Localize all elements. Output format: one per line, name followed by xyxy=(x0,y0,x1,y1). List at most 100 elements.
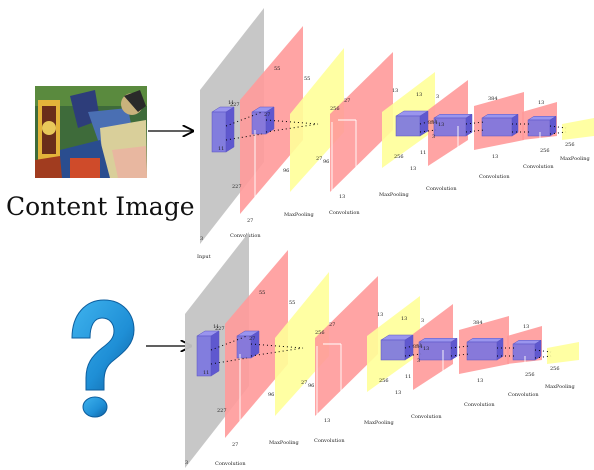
top-dimension-label: 13 xyxy=(492,154,498,160)
top-dimension-label: 227 xyxy=(232,184,242,190)
top-dimension-label: 55 xyxy=(304,76,310,82)
top-dimension-label: 227 xyxy=(230,102,240,108)
bottom-filter-cube-front xyxy=(236,335,252,359)
top-layer-label: Convolution xyxy=(329,210,360,216)
bottom-filter-cube-front xyxy=(196,335,212,377)
bottom-dimension-label: 3 xyxy=(421,318,424,324)
top-projection-line xyxy=(225,111,263,127)
top-filter-cube-top xyxy=(433,114,473,119)
bottom-dimension-label: 3 xyxy=(185,460,188,466)
top-filter-cube-front xyxy=(481,117,513,137)
top-dimension-label: 11 xyxy=(228,100,234,106)
top-projection-line xyxy=(265,123,319,133)
top-dimension-label: 13 xyxy=(416,92,422,98)
top-dimension-label: 96 xyxy=(283,168,289,174)
bottom-dimension-label: 256 xyxy=(379,378,389,384)
bottom-dimension-label: 11 xyxy=(213,324,219,330)
bottom-layer-label: MaxPooling xyxy=(364,420,395,426)
top-dimension-label: 55 xyxy=(274,66,280,72)
bottom-filter-cube xyxy=(380,334,414,361)
bottom-dimension-label: 96 xyxy=(268,392,274,398)
bottom-dimension-label: 96 xyxy=(308,383,314,389)
top-dimension-label: 3 xyxy=(436,94,439,100)
top-layer-slab-pool xyxy=(562,118,594,140)
bottom-layer-label: Convolution xyxy=(411,414,442,420)
bottom-projection-line xyxy=(250,343,304,349)
bottom-dimension-label: 27 xyxy=(249,336,255,342)
bottom-dimension-label: 384 xyxy=(473,320,483,326)
bottom-dimension-label: 55 xyxy=(289,300,295,306)
top-layer-label: Input xyxy=(197,254,211,260)
bottom-dimension-label: 11 xyxy=(405,374,411,380)
bottom-projection-line xyxy=(404,343,422,349)
top-dimension-label: 11 xyxy=(218,146,224,152)
bottom-dimension-label: 256 xyxy=(315,330,325,336)
bottom-dimension-label: 227 xyxy=(215,326,225,332)
top-filter-cube xyxy=(395,110,429,137)
bottom-filter-cube-side xyxy=(496,337,504,361)
top-filter-cube-front xyxy=(211,111,227,153)
top-filter-cube xyxy=(433,113,473,137)
top-dimension-label: 11 xyxy=(420,150,426,156)
bottom-dimension-label: 27 xyxy=(329,322,335,328)
bottom-layer-slab-pool xyxy=(547,342,579,364)
bottom-dimension-label: 13 xyxy=(423,346,429,352)
top-dimension-label: 13 xyxy=(392,88,398,94)
top-dimension-label: 384 xyxy=(428,120,438,126)
bottom-dimension-label: 256 xyxy=(550,366,560,372)
top-layer-label: Convolution xyxy=(426,186,457,192)
top-filter-cube-front xyxy=(395,115,421,137)
bottom-dimension-label: 11 xyxy=(203,370,209,376)
network-bottom: InputConvolutionMaxPoolingConvolutionMax… xyxy=(185,232,579,468)
bottom-layer-slab-conv xyxy=(315,276,378,416)
top-filter-cube xyxy=(527,115,557,137)
bottom-filter-cube-front xyxy=(466,341,498,361)
top-dimension-label: 13 xyxy=(339,194,345,200)
top-layer-label: MaxPooling xyxy=(379,192,410,198)
bottom-dimension-label: 13 xyxy=(523,324,529,330)
top-dimension-label: 256 xyxy=(540,148,550,154)
top-dimension-label: 13 xyxy=(438,122,444,128)
bottom-layer-label: MaxPooling xyxy=(545,384,576,390)
bottom-dimension-label: 27 xyxy=(232,442,238,448)
top-filter-cube-side xyxy=(225,106,235,153)
bottom-projection-line xyxy=(250,347,304,357)
bottom-projection-line xyxy=(404,353,422,357)
bottom-dimension-label: 13 xyxy=(377,312,383,318)
bottom-filter-cube-front xyxy=(512,343,536,361)
top-filter-cube xyxy=(481,113,519,137)
bottom-projection-line xyxy=(210,335,248,351)
bottom-dimension-label: 13 xyxy=(477,378,483,384)
bottom-dimension-label: 27 xyxy=(301,380,307,386)
top-filter-cube xyxy=(211,106,235,153)
top-dimension-label: 13 xyxy=(538,100,544,106)
top-dimension-label: 96 xyxy=(323,159,329,165)
bottom-layer-label: MaxPooling xyxy=(269,440,300,446)
top-projection-line xyxy=(549,131,567,135)
top-projection-line xyxy=(419,129,437,133)
top-dimension-label: 256 xyxy=(394,154,404,160)
bottom-dimension-label: 256 xyxy=(525,372,535,378)
bottom-dimension-label: 55 xyxy=(259,290,265,296)
top-projection-line xyxy=(419,119,437,125)
top-dimension-label: 27 xyxy=(247,218,253,224)
bottom-filter-cube xyxy=(512,339,542,361)
top-projection-line xyxy=(265,119,319,125)
bottom-projection-line xyxy=(534,349,552,353)
bottom-filter-cube-side xyxy=(210,330,220,377)
bottom-filter-cube-front xyxy=(380,339,406,361)
top-dimension-label: 27 xyxy=(316,156,322,162)
content-image xyxy=(35,86,147,178)
top-projection-line xyxy=(549,125,567,129)
bottom-filter-cube xyxy=(466,337,504,361)
content-image-label: Content Image xyxy=(6,192,195,221)
top-dimension-label: 384 xyxy=(488,96,498,102)
top-filter-cube-side xyxy=(511,113,519,137)
top-filter-cube-front xyxy=(251,111,267,135)
bottom-dimension-label: 13 xyxy=(401,316,407,322)
bottom-filter-cube-side xyxy=(450,337,458,361)
bottom-projection-line xyxy=(534,355,552,359)
bottom-layer-label: Convolution xyxy=(314,438,345,444)
